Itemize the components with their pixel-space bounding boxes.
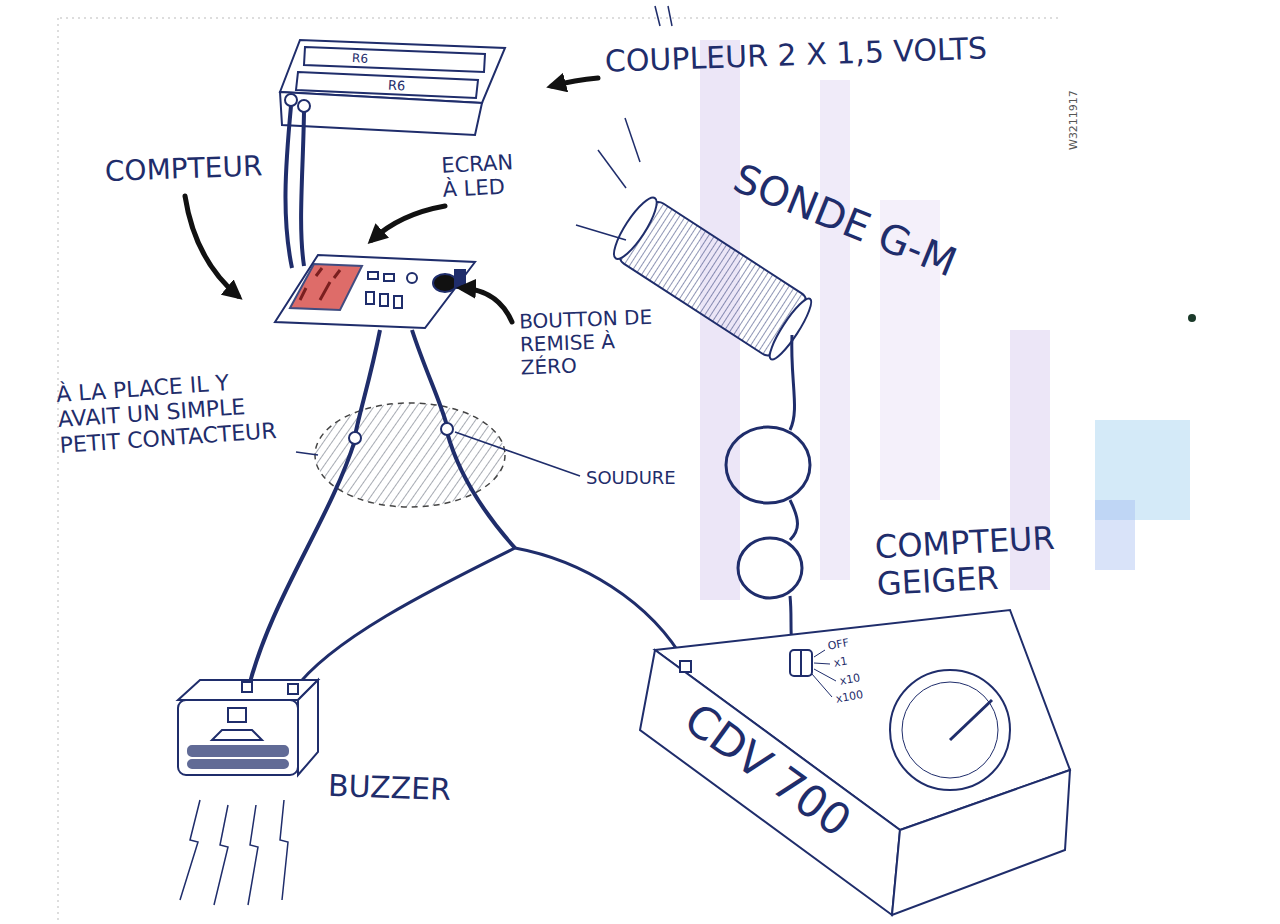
probe-cable	[726, 335, 810, 645]
paper-smudges	[58, 18, 1196, 920]
battery-type: R6	[352, 52, 369, 67]
wiring	[248, 330, 686, 690]
led-screen-label: ECRAN À LED	[441, 149, 535, 202]
buzzer-device	[178, 680, 318, 775]
radiation-lines	[576, 6, 672, 240]
probe-label: SONDE G-M	[727, 155, 963, 286]
solder-label: SOUDURE	[586, 468, 676, 489]
pointer-arrows	[185, 78, 598, 322]
watermark: W3211917	[1068, 90, 1081, 150]
buzzer-label: BUZZER	[327, 769, 451, 808]
note-label: À LA PLACE IL Y AVAIT UN SIMPLE PETIT CO…	[55, 366, 292, 458]
model-label: CDV 700	[675, 694, 860, 848]
dial-label: x1	[833, 655, 849, 670]
geiger-counter-label: COMPTEUR GEIGER	[874, 517, 1108, 603]
dial-label: OFF	[827, 637, 850, 653]
dial-label: x10	[839, 672, 861, 688]
coupler-label: COUPLEUR 2 X 1,5 VOLTS	[604, 31, 987, 79]
geiger-counter-box	[640, 610, 1070, 915]
reset-button-label: BOUTTON DE REMISE À ZÉRO	[519, 305, 671, 379]
counter-label: COMPTEUR	[104, 150, 262, 188]
dial-label: x100	[835, 689, 864, 706]
sound-lines	[180, 800, 288, 905]
counter-board	[275, 255, 475, 328]
battery-type: R6	[388, 79, 406, 95]
